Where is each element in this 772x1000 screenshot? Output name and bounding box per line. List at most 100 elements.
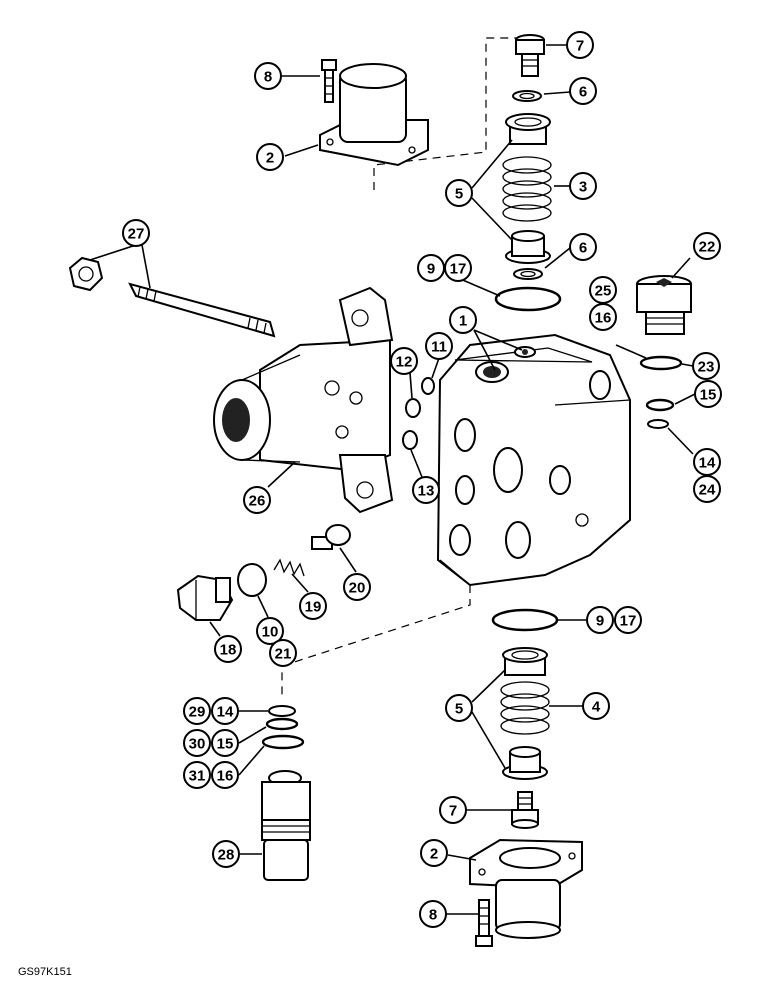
callout-14-right: 14 <box>693 448 721 476</box>
callout-6-lower: 6 <box>569 233 597 261</box>
callout-label: 15 <box>217 736 234 753</box>
callout-15-left: 15 <box>211 729 239 757</box>
callout-25: 25 <box>589 276 617 304</box>
callout-14-left: 14 <box>211 697 239 725</box>
o-ring-small-13 <box>402 430 418 450</box>
callout-28: 28 <box>212 840 240 868</box>
callout-label: 4 <box>592 699 601 716</box>
callout-label: 19 <box>305 599 322 616</box>
cover-cap-bottom <box>469 838 583 939</box>
callout-30: 30 <box>183 729 211 757</box>
spring-bottom <box>500 681 550 735</box>
callout-31: 31 <box>183 761 211 789</box>
o-ring-left-15 <box>265 717 299 731</box>
callout-label: 3 <box>579 179 587 196</box>
callout-label: 26 <box>249 493 266 510</box>
o-ring-left-16 <box>261 734 305 750</box>
callout-2-bottom: 2 <box>420 839 448 867</box>
bolt-bottom <box>475 899 493 947</box>
callout-21: 21 <box>269 639 297 667</box>
callout-4: 4 <box>582 692 610 720</box>
callout-22: 22 <box>693 232 721 260</box>
callout-12: 12 <box>390 347 418 375</box>
callout-label: 14 <box>217 704 234 721</box>
callout-label: 5 <box>455 701 463 718</box>
callout-7-bottom: 7 <box>439 796 467 824</box>
callout-label: 6 <box>579 240 587 257</box>
callout-label: 13 <box>418 483 435 500</box>
callout-label: 27 <box>128 226 145 243</box>
callout-5-top: 5 <box>445 179 473 207</box>
callout-15-right: 15 <box>694 380 722 408</box>
plug-bottom <box>511 791 539 829</box>
poppet <box>311 524 351 550</box>
bolt-top <box>321 59 337 103</box>
callout-8-bottom: 8 <box>419 900 447 928</box>
callout-11: 11 <box>425 332 453 360</box>
callout-18: 18 <box>214 635 242 663</box>
o-ring-small-11 <box>421 377 435 395</box>
callout-9-bottom: 9 <box>586 606 614 634</box>
callout-label: 2 <box>266 150 274 167</box>
callout-label: 31 <box>189 768 206 785</box>
plug-top <box>515 34 545 77</box>
callout-label: 11 <box>431 339 447 356</box>
washer-top <box>512 90 542 102</box>
o-ring-bottom <box>491 608 559 632</box>
callout-19: 19 <box>299 592 327 620</box>
o-ring-top <box>494 286 562 312</box>
callout-label: 21 <box>275 646 292 663</box>
o-ring-cartridge-23 <box>639 355 683 371</box>
callout-2-top: 2 <box>256 143 284 171</box>
o-ring-left-14 <box>268 705 296 717</box>
assembly-dashed-lines <box>281 37 520 700</box>
o-ring-cartridge-14 <box>647 419 669 429</box>
spring-seat-bottom-upper <box>502 647 548 676</box>
callout-label: 17 <box>620 613 637 630</box>
callout-label: 17 <box>450 261 467 278</box>
callout-27: 27 <box>122 219 150 247</box>
callout-16-right: 16 <box>589 303 617 331</box>
callout-10: 10 <box>256 617 284 645</box>
callout-label: 8 <box>429 907 437 924</box>
callout-label: 30 <box>189 736 206 753</box>
callout-17-bottom: 17 <box>614 606 642 634</box>
callout-label: 28 <box>218 847 235 864</box>
plug-hex <box>176 574 234 621</box>
callout-16-left: 16 <box>211 761 239 789</box>
nut <box>68 256 104 292</box>
callout-label: 9 <box>427 261 435 278</box>
leader-lines <box>89 44 696 915</box>
callout-label: 15 <box>700 387 717 404</box>
figure-code: GS97K151 <box>18 966 72 978</box>
callout-17-top: 17 <box>444 254 472 282</box>
valve-body <box>436 333 631 587</box>
callout-23: 23 <box>692 352 720 380</box>
callout-20: 20 <box>343 573 371 601</box>
callout-9-top: 9 <box>417 254 445 282</box>
callout-label: 16 <box>595 310 612 327</box>
spring-small <box>273 558 305 577</box>
callout-7-top: 7 <box>566 31 594 59</box>
callout-label: 12 <box>396 354 413 371</box>
washer-lower <box>513 268 543 280</box>
callout-label: 2 <box>430 846 438 863</box>
callout-8-top: 8 <box>254 62 282 90</box>
cover-cap-top <box>319 63 429 167</box>
callout-label: 18 <box>220 642 237 659</box>
spring-seat-upper <box>505 113 551 145</box>
spring-seat-lower <box>505 230 551 264</box>
callout-24: 24 <box>693 475 721 503</box>
spring-top <box>502 156 552 222</box>
callout-label: 8 <box>264 69 272 86</box>
callout-label: 29 <box>189 704 206 721</box>
end-cover <box>213 286 394 514</box>
callout-label: 20 <box>349 580 366 597</box>
callout-label: 7 <box>449 803 457 820</box>
o-ring-cartridge-15 <box>645 398 675 412</box>
callout-label: 23 <box>698 359 715 376</box>
o-ring-small-12 <box>405 398 421 418</box>
callout-label: 16 <box>217 768 234 785</box>
callout-label: 6 <box>579 84 587 101</box>
